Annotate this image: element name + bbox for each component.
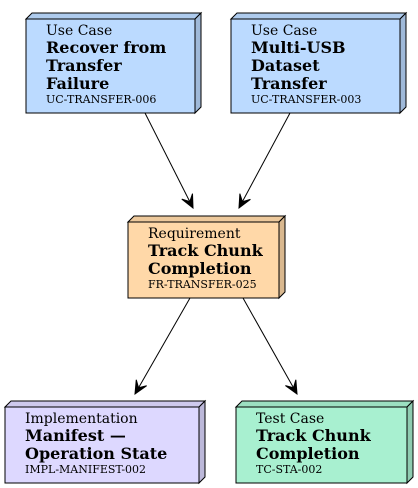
- node-id-label: TC-STA-002: [256, 463, 322, 476]
- node-title-line: Transfer: [46, 56, 122, 75]
- node-side-face: [406, 399, 414, 485]
- node-title-line: Operation State: [25, 444, 167, 463]
- node-top-face: [24, 12, 203, 20]
- edges-layer: [134, 112, 298, 396]
- node-top-face: [126, 215, 287, 223]
- node-kind-label: Test Case: [256, 411, 324, 427]
- node-kind-label: Use Case: [46, 23, 112, 39]
- arrowhead: [134, 379, 147, 396]
- node-title-line: Track Chunk: [256, 426, 372, 445]
- edge-uc-recover-to-req-track: [144, 112, 194, 209]
- node-title-line: Completion: [256, 444, 360, 463]
- arrowhead: [285, 379, 298, 396]
- edge-req-track-to-test-track: [242, 297, 298, 395]
- node-id-label: IMPL-MANIFEST-002: [25, 463, 146, 476]
- node-title-line: Track Chunk: [148, 241, 264, 260]
- arrowhead: [181, 193, 194, 210]
- edge-uc-multi-usb-to-req-track: [238, 112, 291, 209]
- node-title-line: Transfer: [251, 74, 327, 93]
- node-title-line: Multi-USB: [251, 38, 346, 57]
- node-title-line: Dataset: [251, 56, 320, 75]
- node-id-label: UC-TRANSFER-003: [251, 93, 361, 106]
- node-kind-label: Use Case: [251, 23, 317, 39]
- node-title-line: Manifest —: [25, 426, 126, 445]
- node-side-face: [278, 214, 286, 300]
- node-id-label: FR-TRANSFER-025: [148, 278, 257, 291]
- node-front-face: [230, 18, 401, 114]
- node-side-face: [399, 11, 407, 115]
- node-side-face: [198, 399, 206, 485]
- node-top-face: [234, 400, 415, 408]
- node-title-line: Completion: [148, 259, 252, 278]
- arrowhead: [238, 193, 251, 210]
- node-front-face: [25, 18, 196, 114]
- node-kind-label: Requirement: [148, 226, 241, 242]
- node-id-label: UC-TRANSFER-006: [46, 93, 156, 106]
- node-top-face: [229, 12, 408, 20]
- edge-req-track-to-impl-manifest: [134, 297, 191, 395]
- node-uc-multi-usb: Use CaseMulti-USBDatasetTransferUC-TRANS…: [229, 11, 408, 115]
- node-top-face: [3, 400, 207, 408]
- node-front-face: [127, 221, 280, 299]
- node-kind-label: Implementation: [25, 411, 138, 427]
- node-title-line: Recover from: [46, 38, 166, 57]
- node-side-face: [194, 11, 202, 115]
- node-front-face: [4, 406, 200, 484]
- node-title-line: Failure: [46, 74, 109, 93]
- node-front-face: [235, 406, 408, 484]
